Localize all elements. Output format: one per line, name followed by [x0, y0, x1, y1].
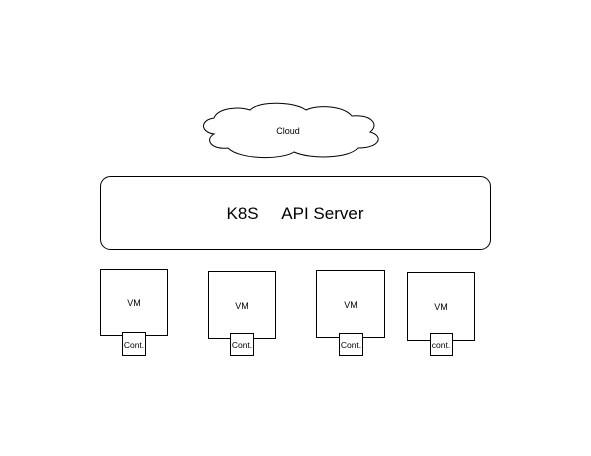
container-box — [339, 333, 363, 356]
cloud-node: Cloud — [203, 102, 379, 159]
vm-label: VM — [344, 300, 358, 310]
container-label: Cont. — [232, 340, 252, 350]
container-box — [430, 333, 453, 356]
vm-node: VM cont. — [407, 272, 475, 356]
api-server-label: K8S API Server — [226, 204, 363, 223]
vm-node: VM Cont. — [100, 269, 168, 356]
vm-label: VM — [434, 302, 448, 312]
container-label: Cont. — [124, 340, 144, 350]
vm-node: VM Cont. — [316, 270, 385, 356]
vm-box — [407, 272, 475, 341]
vm-label: VM — [235, 301, 249, 311]
container-label: cont. — [432, 340, 450, 350]
cloud-label: Cloud — [276, 126, 300, 136]
container-label: Cont. — [341, 340, 361, 350]
api-server-node: K8S API Server — [100, 176, 491, 250]
cloud-shape — [203, 102, 379, 159]
api-server-box — [100, 176, 491, 250]
container-box — [122, 332, 146, 356]
vm-label: VM — [127, 298, 141, 308]
vm-node: VM Cont. — [208, 271, 276, 356]
container-box — [230, 333, 254, 356]
vm-box — [208, 271, 276, 339]
vm-box — [100, 269, 168, 336]
